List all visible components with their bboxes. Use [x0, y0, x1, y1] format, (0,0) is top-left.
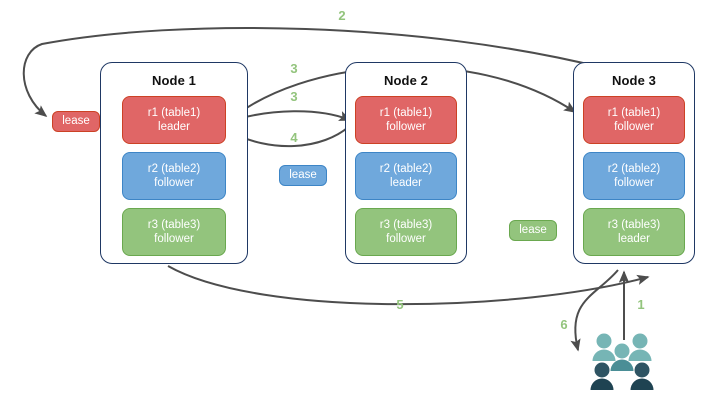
step-label-5: 5 — [396, 297, 404, 312]
clients-people-icon — [590, 333, 654, 390]
lease-chip-table3[interactable]: lease — [509, 220, 557, 241]
replica-chip-node2-r3[interactable]: r3 (table3) follower — [355, 208, 457, 256]
replica-line-1: r2 (table2) — [607, 162, 661, 175]
step-label-1: 1 — [637, 297, 645, 312]
replica-line-2: follower — [614, 177, 654, 189]
replica-line-1: r1 (table1) — [147, 106, 201, 119]
replica-line-2: leader — [158, 121, 190, 133]
replica-line-1: r1 (table1) — [379, 106, 433, 119]
replica-chip-node1-r2[interactable]: r2 (table2) follower — [122, 152, 226, 200]
replica-chip-node3-r1[interactable]: r1 (table1) follower — [583, 96, 685, 144]
replica-line-2: leader — [390, 177, 422, 189]
replica-line-1: r3 (table3) — [607, 218, 661, 231]
replica-line-1: r1 (table1) — [607, 106, 661, 119]
step-label-3b: 3 — [290, 89, 298, 104]
replica-chip-node3-r2[interactable]: r2 (table2) follower — [583, 152, 685, 200]
replica-chip-node2-r1[interactable]: r1 (table1) follower — [355, 96, 457, 144]
replica-chip-node3-r3[interactable]: r3 (table3) leader — [583, 208, 685, 256]
replica-line-1: r2 (table2) — [147, 162, 201, 175]
node-title: Node 3 — [612, 73, 656, 88]
replica-line-2: follower — [154, 177, 194, 189]
lease-chip-table2[interactable]: lease — [279, 165, 327, 186]
replica-chip-node2-r2[interactable]: r2 (table2) leader — [355, 152, 457, 200]
replica-chip-node1-r3[interactable]: r3 (table3) follower — [122, 208, 226, 256]
replica-line-2: follower — [386, 233, 426, 245]
step-label-4: 4 — [290, 130, 298, 145]
step-label-3a: 3 — [290, 61, 298, 76]
replica-line-1: r2 (table2) — [379, 162, 433, 175]
step-label-6: 6 — [560, 317, 568, 332]
replica-line-2: follower — [614, 121, 654, 133]
lease-chip-table1[interactable]: lease — [52, 111, 100, 132]
step-label-2: 2 — [338, 8, 346, 23]
replica-line-2: follower — [154, 233, 194, 245]
replica-line-1: r3 (table3) — [379, 218, 433, 231]
replica-line-2: leader — [618, 233, 650, 245]
node-title: Node 1 — [152, 73, 196, 88]
replica-line-2: follower — [386, 121, 426, 133]
node-title: Node 2 — [384, 73, 428, 88]
replica-chip-node1-r1[interactable]: r1 (table1) leader — [122, 96, 226, 144]
replica-line-1: r3 (table3) — [147, 218, 201, 231]
